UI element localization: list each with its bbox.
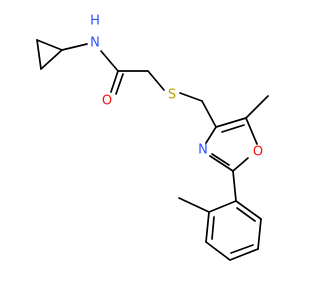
bond-n3-c4 bbox=[205, 126, 217, 144]
atom-amide-h: H bbox=[90, 14, 100, 29]
bond-carbonyl-double-1 bbox=[110, 70, 119, 93]
molecule-diagram: H N O S N O bbox=[36, 13, 269, 261]
bond-c2-n3-double-1 bbox=[209, 155, 234, 172]
bond-cyclopropyl-3 bbox=[40, 49, 63, 70]
bond-phenyl-1 bbox=[208, 200, 237, 213]
atom-carbonyl-o: O bbox=[102, 94, 112, 109]
atom-amide-n: N bbox=[90, 36, 100, 51]
bond-phenyl-4b bbox=[230, 244, 254, 254]
bond-c5-o1 bbox=[245, 117, 258, 145]
bond-n-carbonyl bbox=[100, 50, 119, 72]
bond-phenyl-6b bbox=[236, 207, 256, 222]
bond-c4-c5-double-2 bbox=[221, 124, 245, 133]
bond-phenyl-6 bbox=[235, 200, 262, 220]
bond-phenyl-2b bbox=[211, 216, 215, 240]
bond-carbonyl-double-2 bbox=[115, 73, 124, 95]
bond-phenyl-2 bbox=[205, 211, 210, 243]
bond-c4-c5-double-1 bbox=[215, 117, 247, 128]
bond-c2-n3-double-2 bbox=[211, 153, 230, 166]
bond-cyclopropyl-2 bbox=[36, 39, 42, 70]
atom-labels: H N O S N O bbox=[90, 14, 263, 160]
bond-phenyl-methyl bbox=[178, 197, 210, 213]
bond-c2-phenyl bbox=[232, 170, 237, 202]
bonds bbox=[36, 39, 269, 261]
bond-phenyl-5 bbox=[257, 218, 262, 250]
atom-ring-o: O bbox=[253, 145, 263, 160]
bond-cyclopropyl-n bbox=[61, 43, 88, 51]
bond-c5-methyl bbox=[245, 95, 269, 119]
bond-ch2-s bbox=[147, 70, 165, 91]
atom-thioether-s: S bbox=[168, 88, 176, 103]
bond-o1-c2 bbox=[232, 157, 249, 172]
bond-cyclopropyl-1 bbox=[36, 39, 63, 51]
bond-ch2-c4 bbox=[201, 100, 217, 128]
bond-s-ch2 bbox=[179, 92, 203, 102]
bond-phenyl-3 bbox=[205, 241, 231, 261]
structure-svg: H N O S N O bbox=[36, 14, 269, 261]
atom-ring-n: N bbox=[198, 143, 208, 158]
bond-phenyl-4 bbox=[229, 248, 259, 261]
